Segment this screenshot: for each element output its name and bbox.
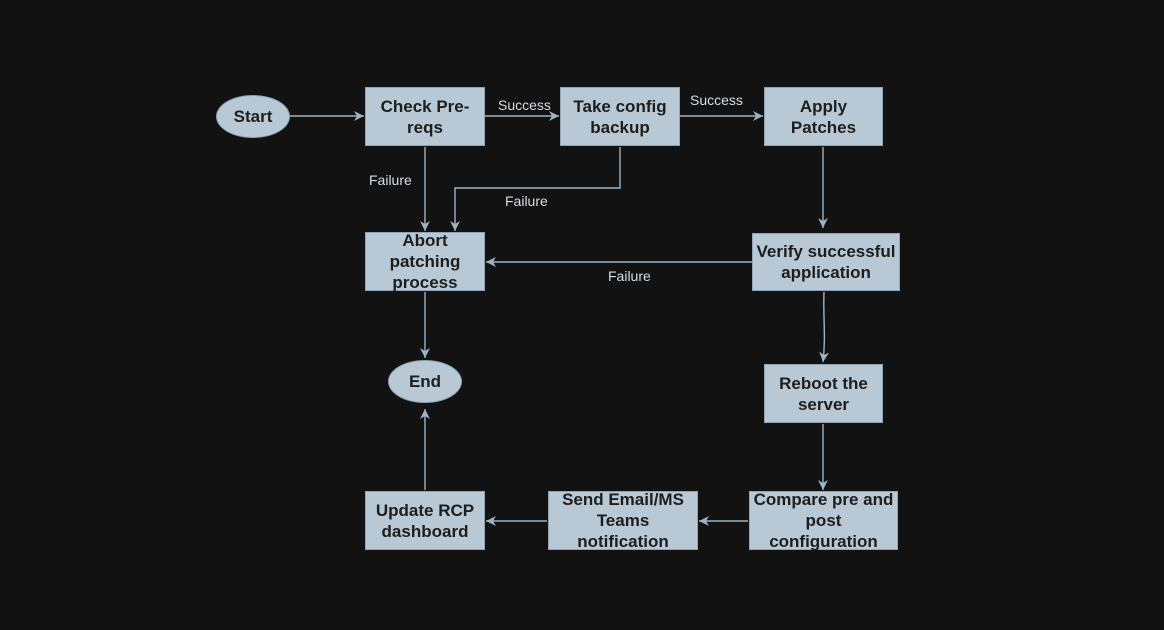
check-prereqs-node: Check Pre-reqs: [365, 87, 485, 146]
edge-label-prereqs-success: Success: [498, 97, 551, 113]
edge-label-backup-success: Success: [690, 92, 743, 108]
send-notification-node-label: Send Email/MS Teams notification: [562, 490, 684, 551]
compare-config-node-label: Compare pre and post configuration: [753, 490, 894, 551]
apply-patches-node-label: Apply Patches: [790, 96, 857, 137]
edge-label-prereqs-failure: Failure: [369, 172, 412, 188]
take-config-backup-node-label: Take config backup: [573, 96, 667, 137]
verify-application-node: Verify successful application: [752, 233, 900, 291]
update-dashboard-node: Update RCP dashboard: [365, 491, 485, 550]
start-node: Start: [216, 95, 290, 138]
verify-application-node-label: Verify successful application: [756, 242, 896, 282]
update-dashboard-node-label: Update RCP dashboard: [375, 500, 475, 541]
edge-label-backup-failure: Failure: [505, 193, 548, 209]
check-prereqs-node-label: Check Pre-reqs: [380, 96, 470, 137]
take-config-backup-node: Take config backup: [560, 87, 680, 146]
abort-patching-node: Abort patching process: [365, 231, 485, 292]
edge-verify-to-reboot: [819, 291, 830, 363]
reboot-server-node-label: Reboot the server: [779, 373, 868, 414]
compare-config-node: Compare pre and post configuration: [749, 490, 898, 551]
edge-label-verify-failure: Failure: [608, 268, 651, 284]
reboot-server-node: Reboot the server: [764, 364, 883, 423]
abort-patching-node-label: Abort patching process: [389, 231, 461, 292]
start-node-label: Start: [233, 107, 273, 126]
apply-patches-node: Apply Patches: [764, 87, 883, 146]
edge-backup-to-abort: [450, 147, 621, 231]
end-node: End: [388, 360, 462, 403]
end-node-label: End: [408, 372, 442, 391]
send-notification-node: Send Email/MS Teams notification: [548, 490, 698, 551]
